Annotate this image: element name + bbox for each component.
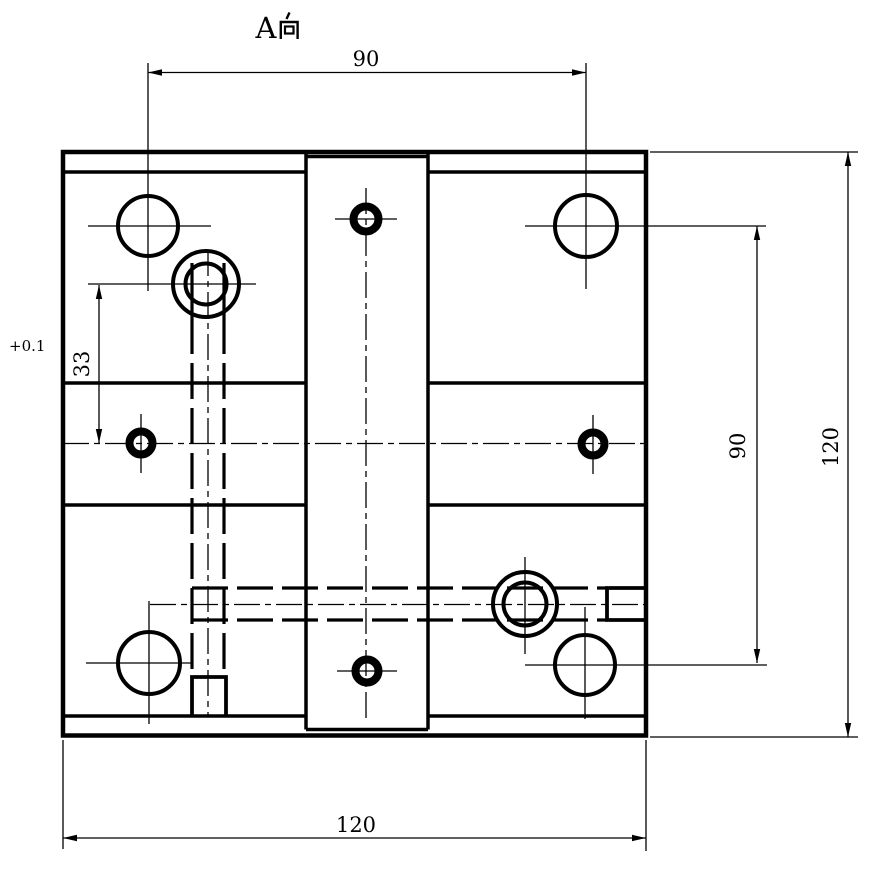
horizontal-bore-hidden-lines xyxy=(192,586,607,622)
dim-text-left-33: 33 xyxy=(70,351,94,378)
center-channel-outline xyxy=(304,153,430,732)
dimension-texts: 90 120 90 120 33 +0.1 xyxy=(9,47,843,837)
arrow-right120-down xyxy=(844,723,852,737)
extension-lines xyxy=(62,151,858,851)
bottom-slot-opening xyxy=(190,675,228,716)
vertical-slot-hidden-lines xyxy=(190,318,226,677)
hidden-lines xyxy=(190,263,646,716)
view-title-letter: A xyxy=(255,11,278,45)
xiang-outer-frame xyxy=(279,20,299,39)
tolerance-text: +0.1 xyxy=(9,337,45,355)
arrow-left33-down xyxy=(95,429,103,443)
arrow-right90-down xyxy=(753,649,761,663)
dim-text-right-120: 120 xyxy=(819,427,843,467)
arrow-right120-up xyxy=(844,152,852,166)
arrow-right90-up xyxy=(753,226,761,240)
arrow-bottom120-left xyxy=(63,834,77,842)
dimension-arrowheads xyxy=(63,69,852,842)
centerlines xyxy=(63,63,767,724)
dimension-lines xyxy=(62,71,858,851)
xiang-top-stroke xyxy=(285,11,291,20)
dim-text-bottom-120: 120 xyxy=(336,813,376,837)
arrow-bottom120-right xyxy=(632,834,646,842)
vertical-slot-visible-chords xyxy=(190,263,226,318)
arrow-left33-up xyxy=(95,285,103,299)
hole-bottom-right-cross xyxy=(525,607,767,719)
dim-text-top-90: 90 xyxy=(353,47,380,71)
cross-arm-horizontal-lines xyxy=(63,381,646,507)
dim-text-right-90: 90 xyxy=(726,433,750,460)
xiang-inner-box xyxy=(283,25,295,35)
hole-top-right-cross xyxy=(525,63,766,289)
hole-bottom-left-cross xyxy=(86,601,193,724)
arrow-top90-left xyxy=(148,69,162,76)
plate-inner-margin-lines xyxy=(63,170,646,718)
view-direction-char-xiang-glyph xyxy=(279,11,299,39)
arrow-top90-right xyxy=(572,69,586,76)
hole-top-left-cross xyxy=(88,63,211,291)
view-title: A xyxy=(255,11,299,45)
